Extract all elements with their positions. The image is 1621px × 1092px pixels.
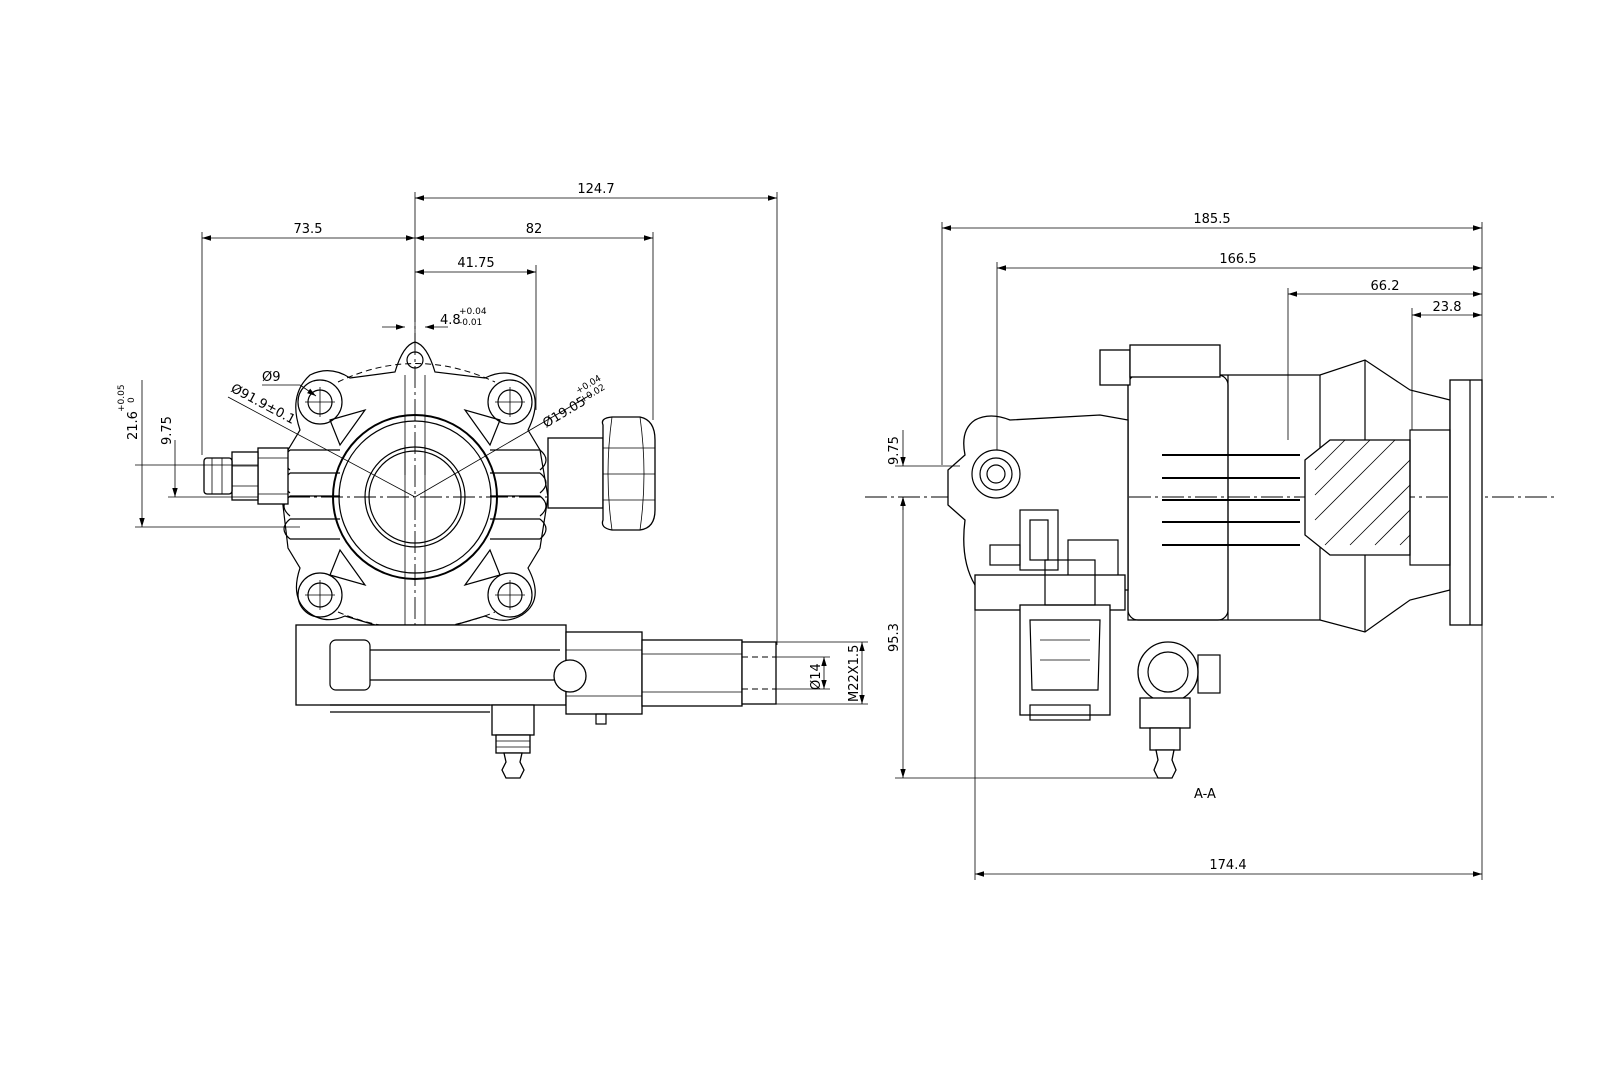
- dim-key-height-tol-upper: +0.05: [117, 384, 127, 412]
- dim-82: 82: [526, 222, 543, 237]
- shaft-section: [1304, 429, 1451, 566]
- dim-41-75: 41.75: [457, 256, 494, 271]
- dim-95-3: 95.3: [887, 623, 902, 652]
- pump-body-circle: [332, 414, 498, 580]
- dim-166-5: 166.5: [1219, 252, 1256, 267]
- dim-front-9-75: 9.75: [160, 416, 175, 445]
- inlet-port: [971, 449, 1021, 499]
- dim-4-8-tol-upper: +0.04: [459, 307, 487, 317]
- section-label: A-A: [1194, 787, 1216, 802]
- dim-174-4: 174.4: [1209, 858, 1246, 873]
- outlet-nut: [1137, 641, 1221, 779]
- housing-fins: [1162, 454, 1300, 546]
- dim-23-8: 23.8: [1433, 300, 1462, 315]
- inlet-fitting: [203, 447, 289, 505]
- section-view: 185.5 166.5 66.2 23.8 9.75 95.3 174.4 A-…: [865, 212, 1555, 880]
- dim-73-5: 73.5: [294, 222, 323, 237]
- dim-section-9-75: 9.75: [887, 436, 902, 465]
- valve-block: [974, 559, 1126, 721]
- shaft-circle: [364, 446, 466, 548]
- dim-bolt-circle: Ø91.9±0.1: [228, 381, 298, 427]
- dim-4-8-tol-lower: -0.01: [459, 318, 482, 328]
- pump-head: [947, 414, 1129, 594]
- drain-nipple: [491, 704, 535, 779]
- dim-185-5: 185.5: [1193, 212, 1230, 227]
- right-fins: [490, 449, 547, 540]
- dim-outlet-dia: Ø14: [809, 663, 824, 690]
- dim-4-8: 4.8: [440, 313, 461, 328]
- dim-124-7: 124.7: [577, 182, 614, 197]
- pump-flange-outline: [281, 341, 549, 626]
- dim-hole-dia: Ø9: [262, 370, 281, 385]
- dim-key-height-tol-lower: 0: [127, 397, 137, 403]
- unloader-knob: [547, 416, 656, 531]
- dim-outlet-thread: M22X1.5: [847, 645, 862, 702]
- dim-key-height: 21.6: [126, 411, 141, 440]
- outlet-manifold: [295, 624, 777, 725]
- left-fins: [283, 449, 340, 540]
- front-view: 124.7 73.5 82 41.75 4.8 +0.04 -0.01 Ø9 Ø…: [117, 182, 868, 779]
- dim-66-2: 66.2: [1371, 279, 1400, 294]
